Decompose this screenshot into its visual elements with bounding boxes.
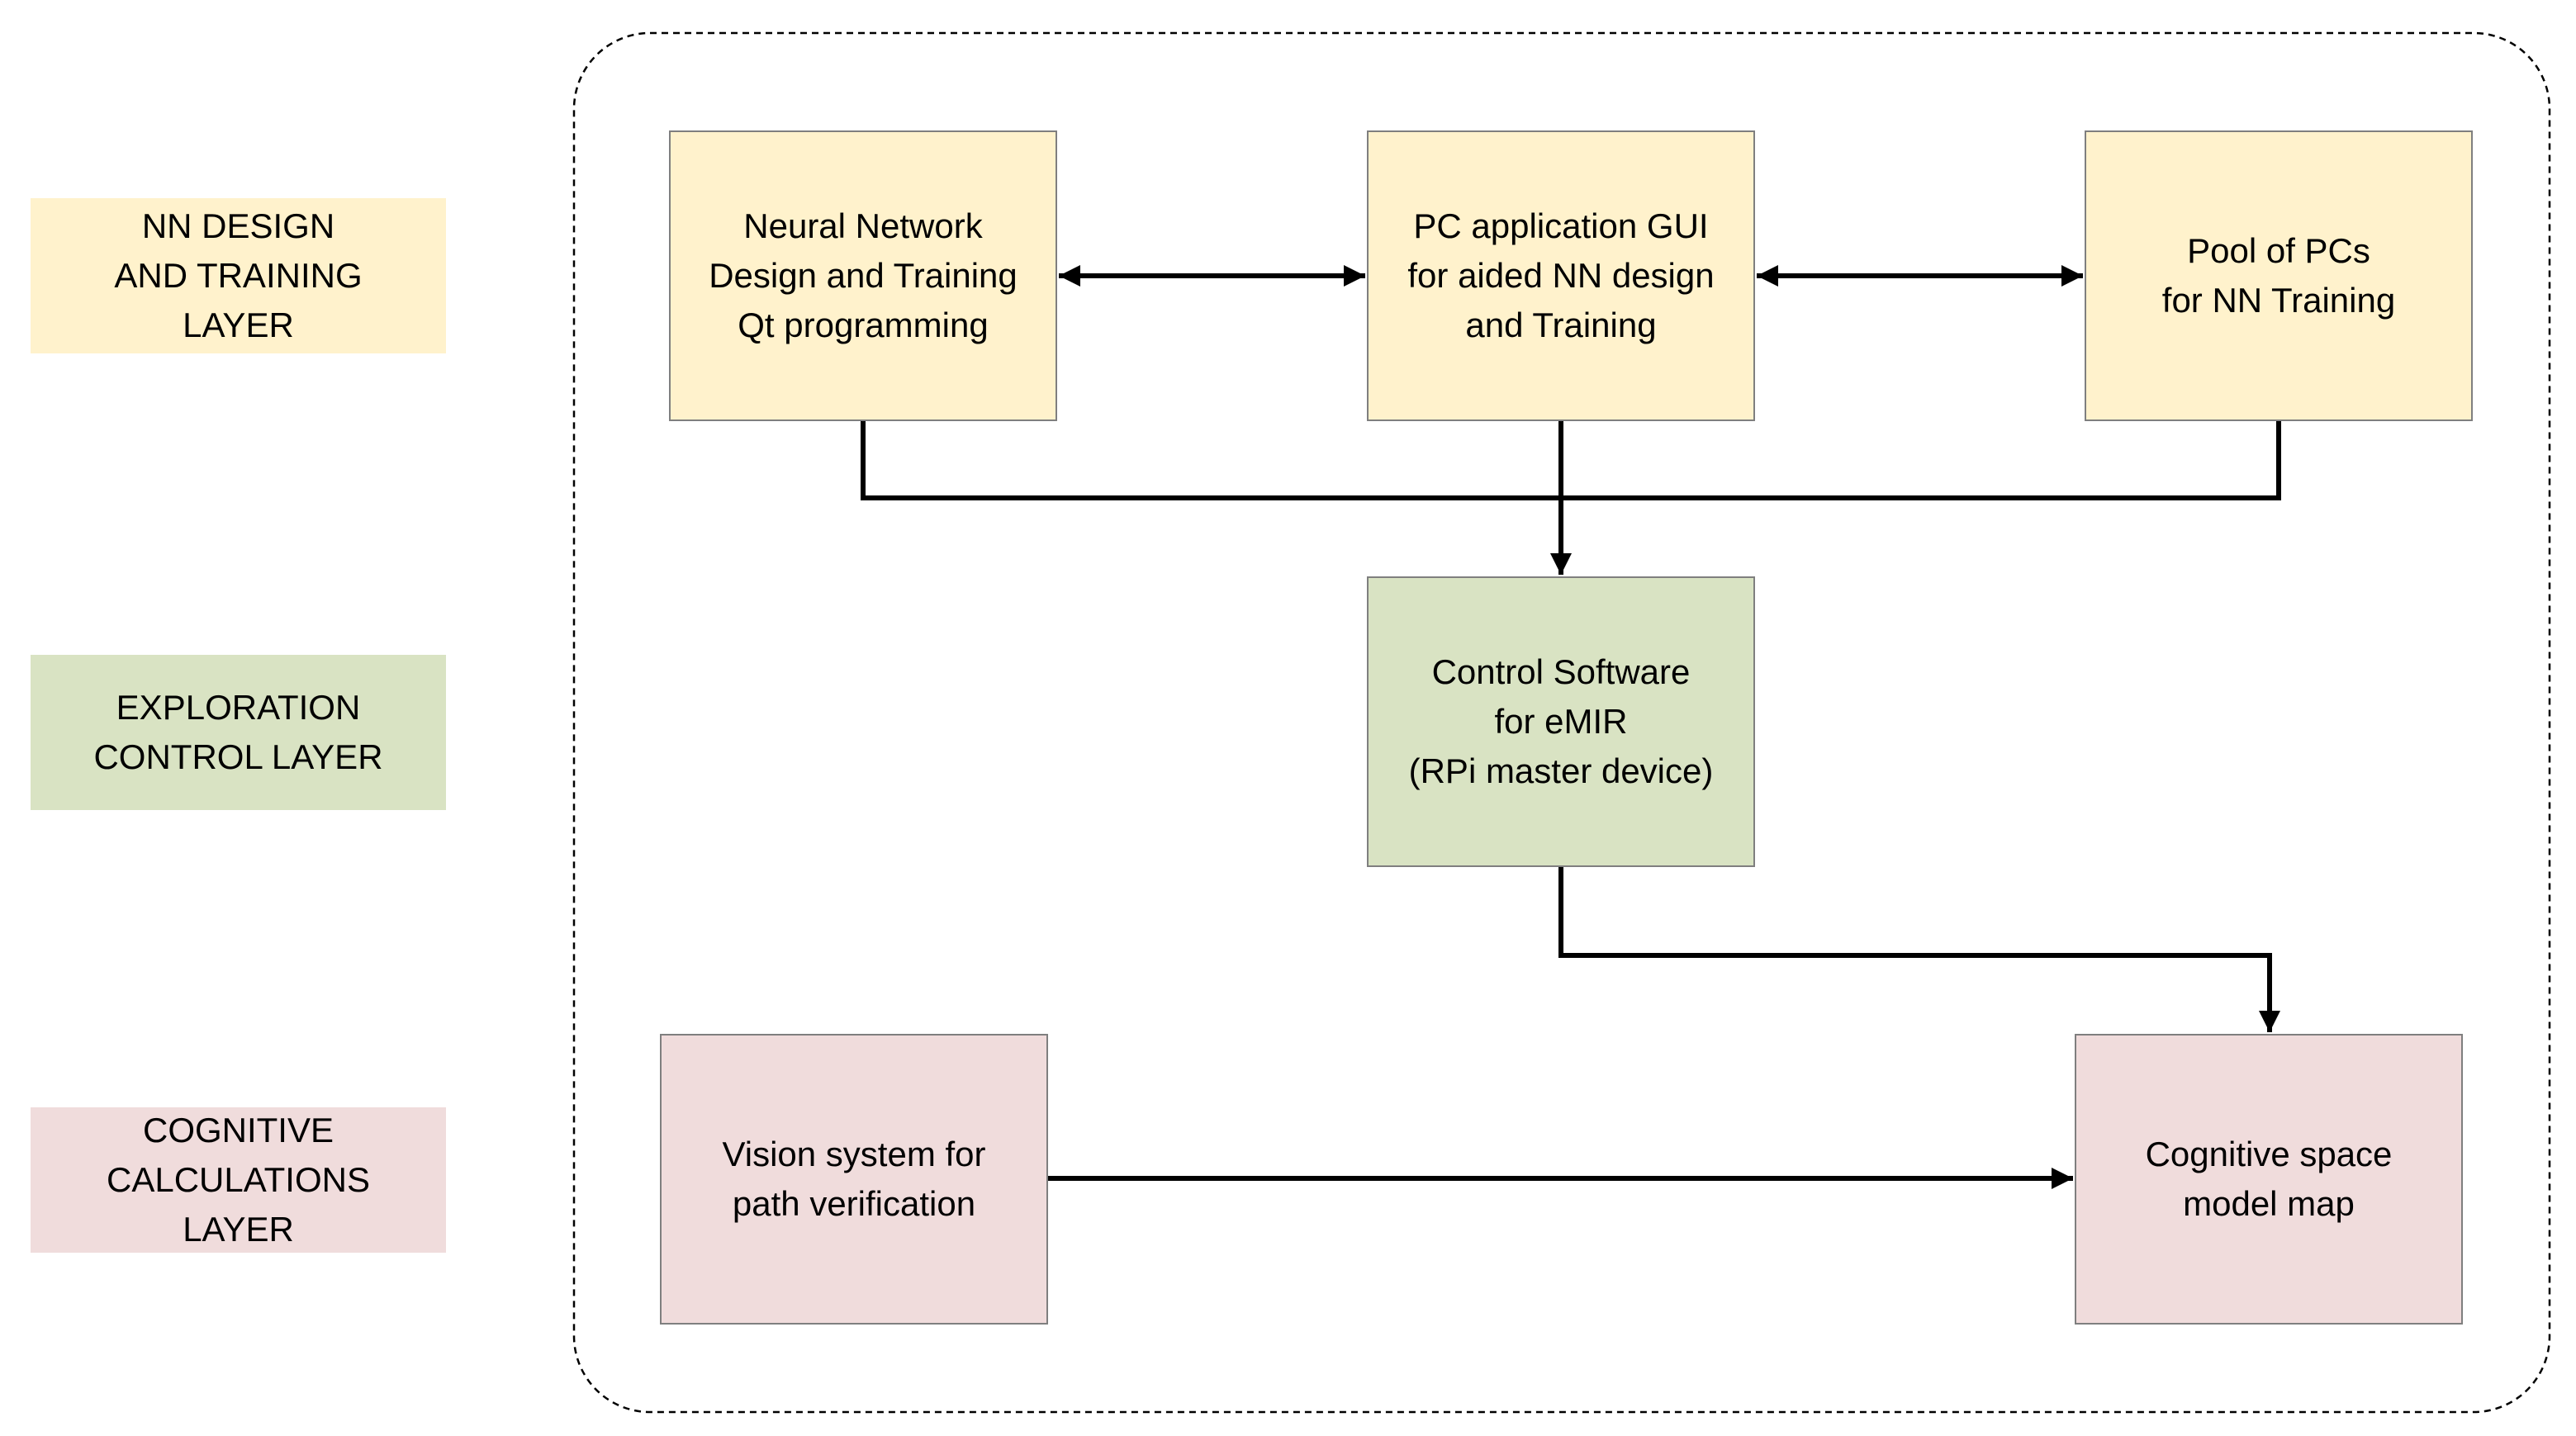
- layer-label-cognitive-calculations: COGNITIVE CALCULATIONS LAYER: [31, 1107, 446, 1253]
- box-vision-system: Vision system for path verification: [660, 1034, 1048, 1325]
- box-neural-network-design: Neural Network Design and Training Qt pr…: [669, 130, 1057, 421]
- layer-label-nn-design: NN DESIGN AND TRAINING LAYER: [31, 198, 446, 353]
- box-control-software: Control Software for eMIR (RPi master de…: [1367, 576, 1755, 867]
- box-pool-of-pcs: Pool of PCs for NN Training: [2085, 130, 2473, 421]
- outer-dashed-frame: [572, 31, 2551, 1414]
- box-cognitive-space-map: Cognitive space model map: [2075, 1034, 2463, 1325]
- layer-label-exploration-control: EXPLORATION CONTROL LAYER: [31, 655, 446, 810]
- connector-nn-pool-bus: [861, 421, 2281, 500]
- box-pc-application-gui: PC application GUI for aided NN design a…: [1367, 130, 1755, 421]
- arrow-control-software-to-cognitive-map: [1558, 867, 2280, 1032]
